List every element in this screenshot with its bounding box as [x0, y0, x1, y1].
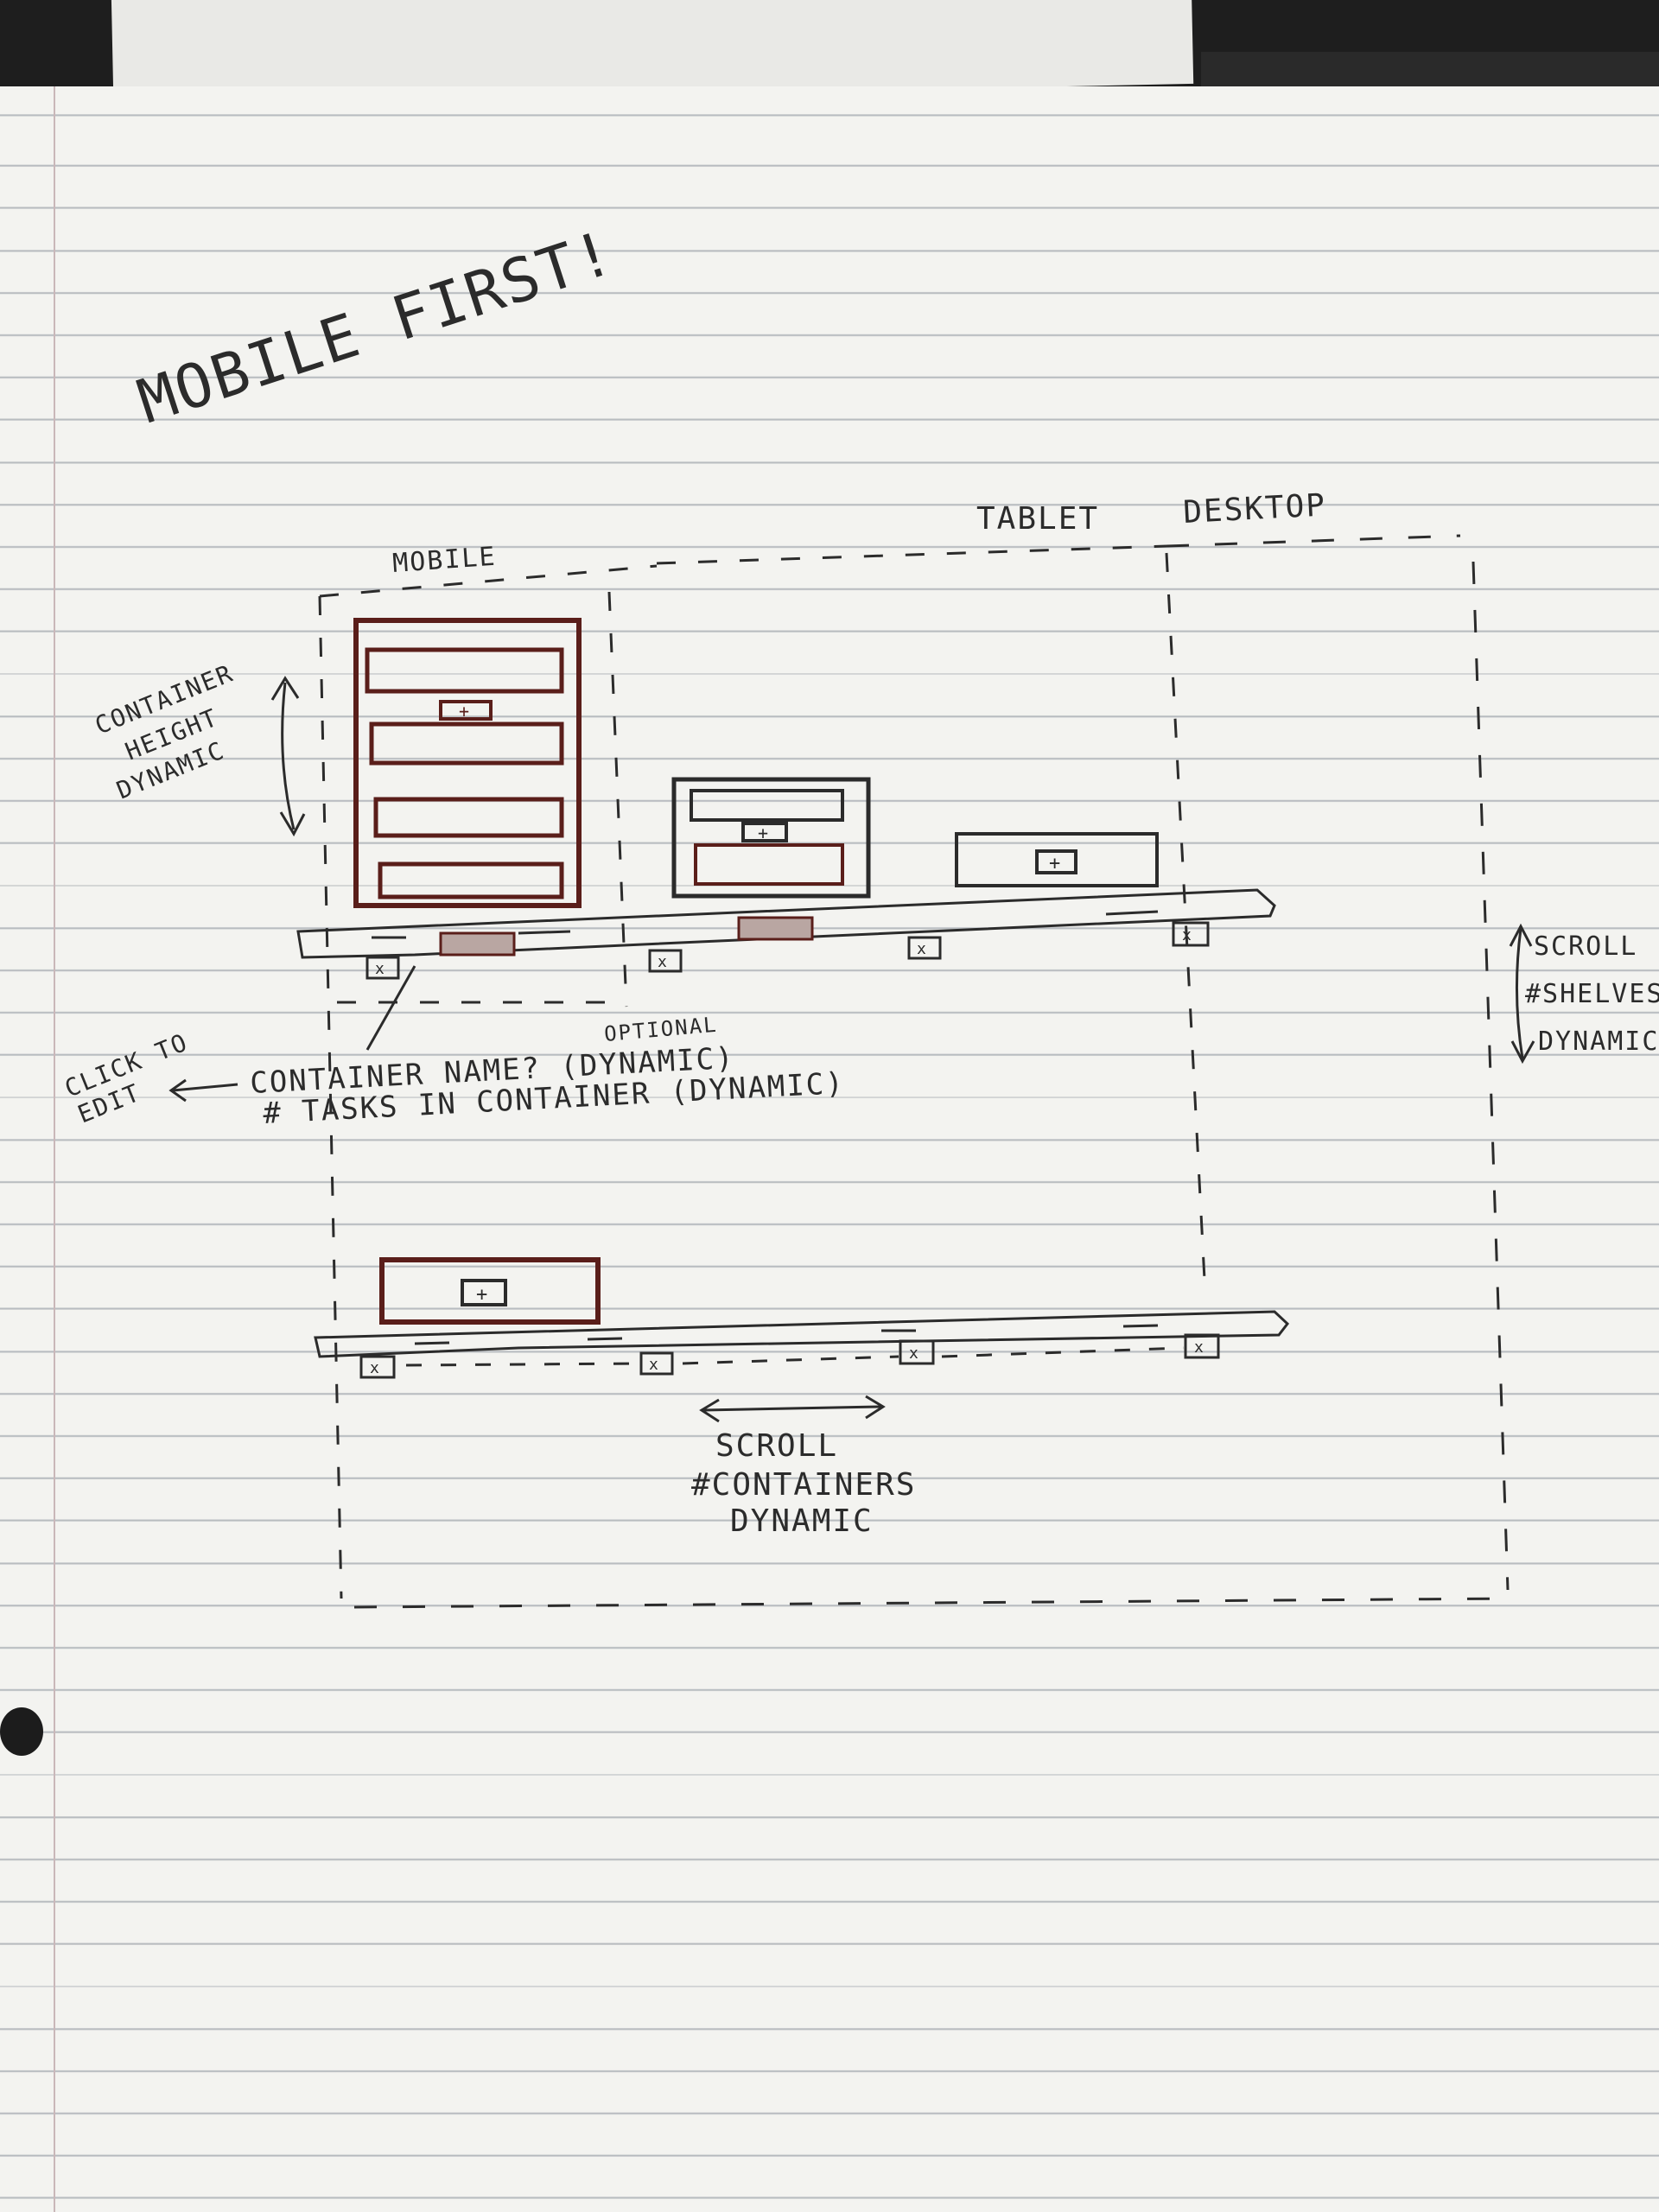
add-task-icon: + — [476, 1284, 487, 1306]
add-task-icon: + — [459, 701, 469, 721]
heading: MOBILE FIRST! — [130, 217, 623, 437]
click-to-edit-note: CLICK TO EDIT OPTIONAL CONTAINER NAME? (… — [60, 965, 846, 1131]
delete-container-icon: x — [375, 960, 385, 978]
label-tablet: TABLET — [976, 501, 1099, 537]
delete-container-icon: x — [1182, 926, 1192, 944]
svg-text:#CONTAINERS: #CONTAINERS — [691, 1467, 916, 1503]
mobile-frame — [318, 564, 658, 1599]
margin-line — [54, 86, 55, 2212]
container-height-note: CONTAINER HEIGHT DYNAMIC — [91, 658, 306, 837]
delete-container-icon: x — [917, 940, 926, 958]
desktop-frame — [353, 534, 1513, 1609]
svg-text:#SHELVES: #SHELVES — [1525, 979, 1659, 1009]
label-optional: OPTIONAL — [603, 1013, 719, 1046]
notebook-paper — [0, 86, 1659, 2212]
delete-container-icon: x — [1194, 1338, 1204, 1357]
scroll-shelves-note: SCROLL #SHELVES DYNAMIC — [1509, 923, 1659, 1065]
delete-container-icon: x — [909, 1344, 918, 1363]
add-task-icon: + — [758, 823, 768, 843]
svg-text:DYNAMIC: DYNAMIC — [1538, 1027, 1659, 1057]
delete-container-icon: x — [658, 953, 667, 971]
tablet-frame — [656, 544, 1207, 1297]
svg-text:SCROLL: SCROLL — [1534, 931, 1637, 962]
label-mobile: MOBILE — [391, 542, 498, 579]
shelf-2 — [314, 1310, 1290, 1358]
shelf-2-container-1[interactable]: + — [379, 1257, 601, 1325]
scroll-containers-note: SCROLL #CONTAINERS DYNAMIC — [691, 1395, 916, 1539]
shelf-1-delete-buttons[interactable]: x x x x — [365, 921, 1210, 980]
svg-text:DYNAMIC: DYNAMIC — [730, 1503, 874, 1539]
svg-text:SCROLL: SCROLL — [715, 1428, 838, 1464]
shelf-2-delete-buttons[interactable]: x x x x — [359, 1333, 1220, 1379]
label-desktop: DESKTOP — [1182, 487, 1327, 531]
delete-container-icon: x — [370, 1359, 379, 1377]
shelf-1 — [296, 888, 1276, 959]
add-task-icon: + — [1049, 853, 1060, 874]
shelf-1-container-1[interactable]: + — [353, 618, 582, 908]
shelf-1-container-2[interactable]: + — [671, 777, 871, 899]
shelf-1-container-3[interactable]: + — [955, 832, 1159, 887]
delete-container-icon: x — [649, 1356, 658, 1374]
punch-hole — [0, 1707, 43, 1756]
